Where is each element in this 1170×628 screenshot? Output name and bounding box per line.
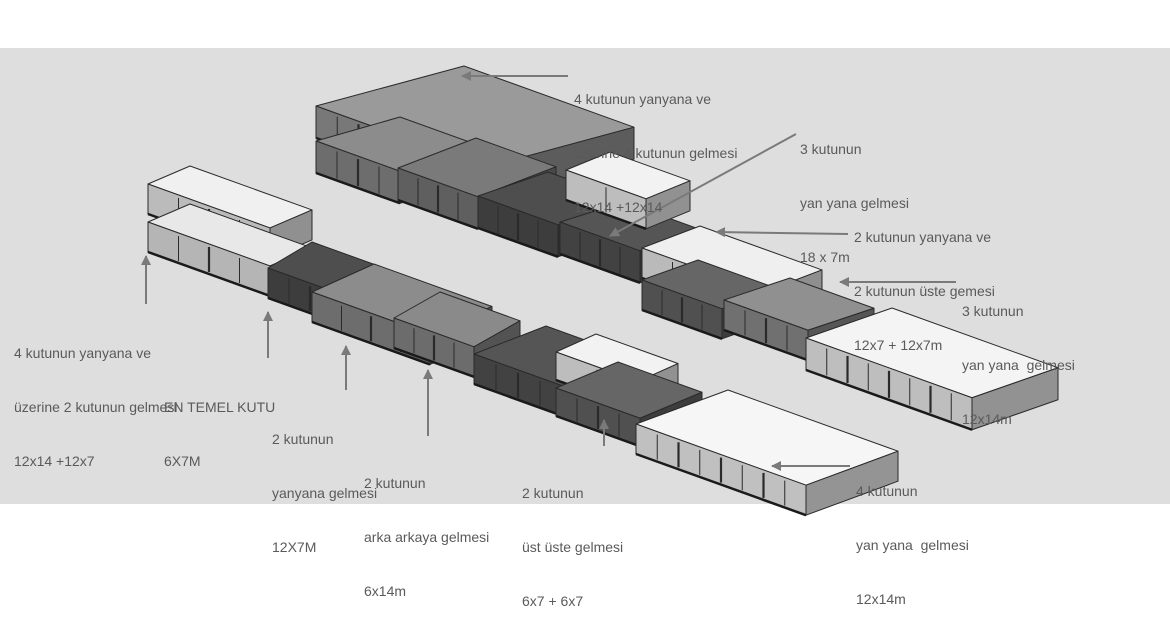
label-two-side: 2 kutunun yanyana gelmesi 12X7M <box>272 394 377 574</box>
box-side-face <box>805 450 899 516</box>
arrow-three-side-18 <box>609 133 797 237</box>
box-base-line <box>315 171 401 205</box>
label-line: 12x14 +12x7 <box>14 453 95 469</box>
label-line: 2 kutunun yanyana ve <box>854 229 991 245</box>
label-line: 2 kutunun <box>364 475 426 491</box>
modular-box-diagram <box>141 65 1059 517</box>
label-line: 12X7M <box>272 539 317 555</box>
label-line: 12x7 + 12x7m <box>854 337 943 353</box>
label-four-side: 4 kutunun yan yana gelmesi 12x14m <box>856 446 969 626</box>
label-line: 12x14m <box>856 591 906 607</box>
label-two-stacked: 2 kutunun üst üste gelmesi 6x7 + 6x7 <box>522 448 623 628</box>
label-two-back: 2 kutunun arka arkaya gelmesi 6x14m <box>364 438 489 618</box>
box-base-line <box>397 198 479 230</box>
box-base-line <box>805 368 973 431</box>
label-line: 2 kutunun <box>522 485 584 501</box>
container-box <box>805 307 1059 431</box>
label-line: 4 kutunun yanyana ve <box>14 345 151 361</box>
label-line: 3 kutunun <box>800 141 862 157</box>
label-line: 12x14 +12x14 <box>574 199 663 215</box>
label-line: yan yana gelmesi <box>800 195 909 211</box>
label-line: 6x7 + 6x7 <box>522 593 584 609</box>
label-line: 12x14m <box>962 411 1012 427</box>
box-base-line <box>641 308 723 340</box>
label-line: EN TEMEL KUTU <box>164 399 276 415</box>
label-line: 3 kutunun <box>962 303 1024 319</box>
box-base-line <box>147 250 271 298</box>
box-base-line <box>559 252 641 284</box>
label-two-side-two-top: 2 kutunun yanyana ve 2 kutunun üste geme… <box>854 192 995 372</box>
label-top-group: 4 kutunun yanyana ve üzerine 4 kutunun g… <box>574 54 737 234</box>
label-line: 6x14m <box>364 583 407 599</box>
label-line: yan yana gelmesi <box>962 357 1075 373</box>
label-line: 4 kutunun yanyana ve <box>574 91 711 107</box>
box-base-line <box>393 346 475 378</box>
label-basic-box: EN TEMEL KUTU 6X7M <box>164 362 275 488</box>
label-line: 2 kutunun <box>272 431 334 447</box>
box-base-line <box>311 320 431 366</box>
label-line: 2 kutunun üste gemesi <box>854 283 995 299</box>
label-line: yanyana gelmesi <box>272 485 378 501</box>
label-line: üst üste gelmesi <box>522 539 624 555</box>
label-line: üzerine 4 kutunun gelmesi <box>574 145 738 161</box>
box-side-face <box>971 367 1059 431</box>
label-line: yan yana gelmesi <box>856 537 969 553</box>
label-line: 6X7M <box>164 453 201 469</box>
label-line: 18 x 7m <box>800 249 850 265</box>
label-three-side-18: 3 kutunun yan yana gelmesi 18 x 7m <box>800 104 909 284</box>
box-base-line <box>477 226 559 258</box>
label-three-side-12x14: 3 kutunun yan yana gelmesi 12x14m <box>962 266 1075 446</box>
label-four-side-two-top: 4 kutunun yanyana ve üzerine 2 kutunun g… <box>14 308 177 488</box>
box-base-line <box>635 452 807 517</box>
label-line: 4 kutunun <box>856 483 918 499</box>
arrow-two-side-two-top <box>715 227 849 238</box>
box-base-line <box>723 328 809 362</box>
label-line: arka arkaya gelmesi <box>364 529 490 545</box>
container-box <box>635 389 899 517</box>
label-line: üzerine 2 kutunun gelmesi <box>14 399 178 415</box>
box-base-line <box>473 382 563 417</box>
box-base-line <box>555 414 641 448</box>
